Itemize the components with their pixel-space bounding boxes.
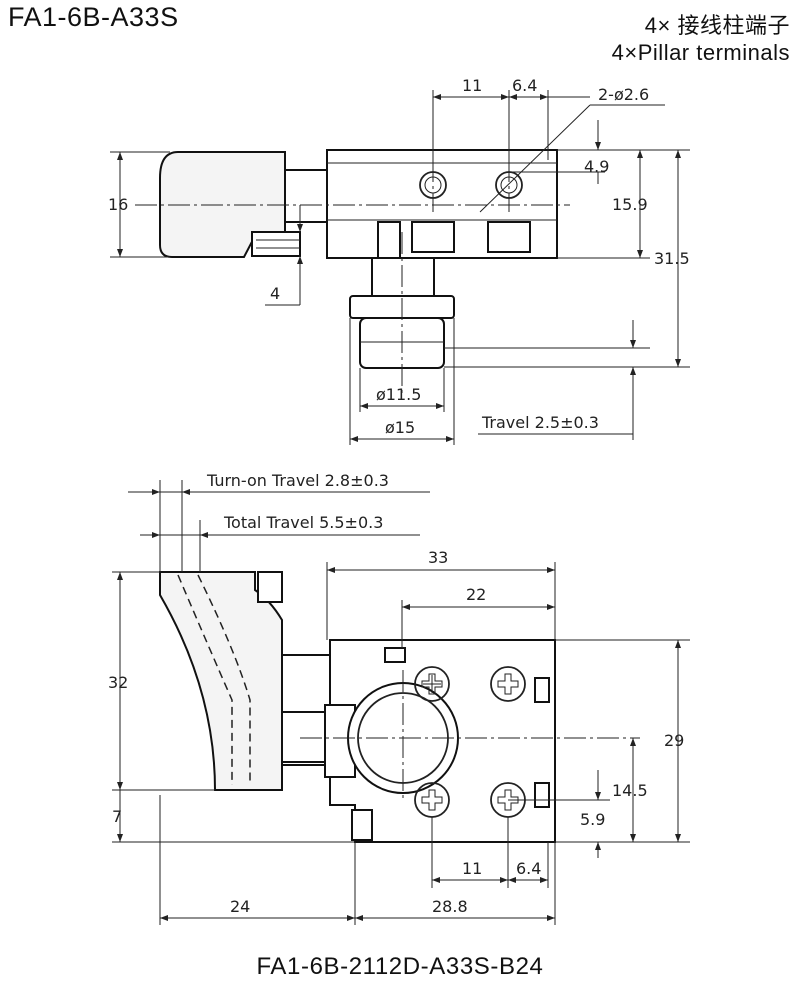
dim-31-5: 31.5: [654, 249, 690, 268]
dim-6-4-top: 6.4: [512, 76, 537, 95]
terminals-note-english: 4×Pillar terminals: [611, 40, 790, 65]
dim-diameter-15: ø15: [385, 418, 415, 437]
model-title: FA1-6B-A33S: [8, 2, 179, 32]
dim-29: 29: [664, 731, 684, 750]
dim-24: 24: [230, 897, 250, 916]
dim-4-9: 4.9: [584, 157, 609, 176]
dim-11-top: 11: [462, 76, 482, 95]
terminal-window-1: [411, 221, 455, 253]
terminal-screw-2: [490, 666, 526, 702]
top-view-plunger-neck: [371, 257, 435, 297]
side-view-indicator-top: [384, 647, 406, 663]
dim-5-9: 5.9: [580, 810, 605, 829]
top-view-slot: [377, 221, 401, 259]
dim-hole-diameter: 2-ø2.6: [598, 85, 649, 104]
dim-11-side: 11: [462, 859, 482, 878]
dim-total-travel: Total Travel 5.5±0.3: [223, 513, 383, 532]
dim-travel-2-5: Travel 2.5±0.3: [481, 413, 599, 432]
terminal-window-2: [487, 221, 531, 253]
top-view-shaft: [284, 169, 328, 223]
dim-15-9: 15.9: [612, 195, 648, 214]
side-view-indicator-right-2: [534, 782, 550, 808]
dim-14-5: 14.5: [612, 781, 648, 800]
dim-22: 22: [466, 585, 486, 604]
dim-diameter-11-5: ø11.5: [376, 385, 421, 404]
side-view: Turn-on Travel 2.8±0.3 Total Travel 5.5±…: [108, 471, 690, 925]
terminal-screw-1: [414, 666, 450, 702]
side-view-indicator-right-1: [534, 677, 550, 703]
dim-6-4-side: 6.4: [516, 859, 541, 878]
side-view-trigger: [159, 571, 283, 791]
dim-turn-on-travel: Turn-on Travel 2.8±0.3: [206, 471, 389, 490]
top-view-lock-tab: [251, 231, 301, 257]
dim-28-8: 28.8: [432, 897, 468, 916]
top-view: 11 6.4 2-ø2.6 4.9 15.9 31.5 Travel 2.5±0…: [108, 76, 690, 445]
side-view-trigger-tab: [257, 571, 283, 603]
dim-7: 7: [112, 807, 122, 826]
dim-33: 33: [428, 548, 448, 567]
dim-4-top: 4: [270, 284, 280, 303]
dim-32: 32: [108, 673, 128, 692]
full-model-number: FA1-6B-2112D-A33S-B24: [256, 953, 544, 980]
dim-16: 16: [108, 195, 128, 214]
terminals-note-chinese: 4× 接线柱端子: [644, 13, 790, 38]
